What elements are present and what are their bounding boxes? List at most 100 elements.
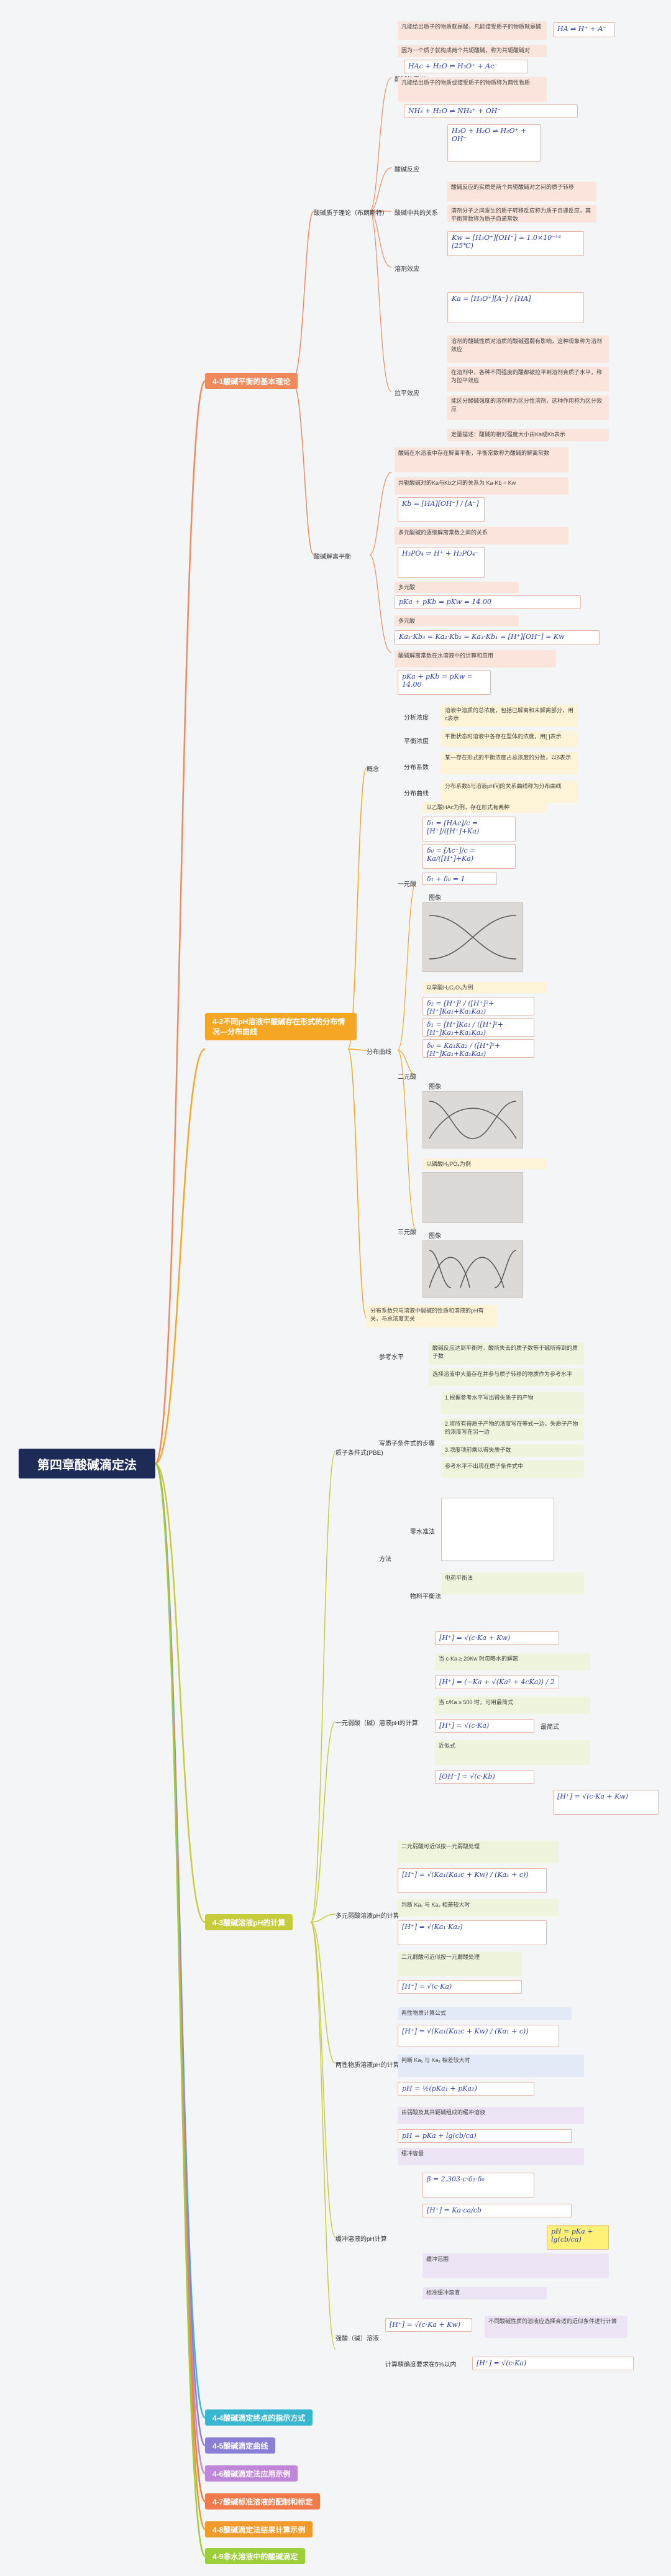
node-proton-theory[interactable]: 酸碱质子理论（布朗斯特）	[314, 210, 388, 217]
branch-4-6[interactable]: 4-6酸碱滴定法应用示例	[205, 2465, 298, 2482]
branch-4-7[interactable]: 4-7酸碱标准溶液的配制和标定	[205, 2493, 321, 2510]
node-dissociation[interactable]: 酸碱解离平衡	[314, 554, 351, 561]
text-oxalic-example: 以草酸H₂C₂O₄为例	[422, 982, 547, 993]
formula-buffer-highlight: pH = pKa + lg(cb/ca)	[547, 2225, 609, 2250]
formula-amph2: pH = ½(pKa₁ + pKa₂)	[398, 2082, 534, 2096]
method-material[interactable]: 物料平衡法	[410, 1593, 441, 1600]
concept-curve[interactable]: 分布曲线	[404, 791, 429, 797]
formula-highlight: [H⁺] = √(c·Ka + Kw)	[553, 1790, 659, 1815]
node-conjugate-relation[interactable]: 酸碱中共的关系	[395, 210, 438, 217]
branch-4-9[interactable]: 4-9非水溶液中的酸碱滴定	[205, 2548, 306, 2564]
text-equilibrium: 平衡状态时溶液中各存在型体的浓度，用[ ]表示	[441, 731, 578, 747]
text-ka-kb: 共轭酸碱对的Ka与Kb之间的关系为 Ka·Kb = Kw	[395, 477, 568, 495]
text-pbe-step2: 2.将所有得质子产物的浓度写在等式一边，失质子产物的浓度写在另一边	[441, 1418, 584, 1441]
branch-4-2[interactable]: 4-2不同pH溶液中酸碱存在形式的分布情况—分布曲线	[205, 1013, 357, 1040]
formula-simple: [H⁺] = √(c·Ka)	[435, 1719, 534, 1733]
node-curves[interactable]: 分布曲线	[367, 1049, 391, 1056]
formula-multi1: [H⁺] = √(Ka₁(Ka₂c + Kw) / (Ka₁ + c))	[398, 1868, 547, 1893]
text-pbe-ref: 选择溶液中大量存在并参与质子转移的物质作为参考水平	[429, 1368, 584, 1386]
text-weak-base: 近似式	[435, 1740, 590, 1765]
text-autoprotolysis: 溶剂分子之间发生的质子转移反应称为质子自递反应，其平衡常数称为质子自递常数	[447, 205, 596, 222]
text-hac-example: 以乙酸HAc为例，存在形式有两种	[422, 802, 547, 813]
text-leveling: 在溶剂中，各种不同强度的酸都被拉平到溶剂合质子水平，称为拉平效应	[447, 367, 609, 392]
concept-equilibrium[interactable]: 平衡浓度	[404, 738, 429, 745]
triprotic-table-image	[422, 1172, 523, 1223]
node-pbe[interactable]: 质子条件式(PBE)	[336, 1450, 383, 1457]
text-cond2: 当 c/Ka ≥ 500 时，可用最简式	[435, 1697, 590, 1714]
node-monoprotic[interactable]: 一元酸	[398, 881, 416, 888]
formula-delta1-di: δ₁ = [H⁺]Ka₁ / ([H⁺]²+[H⁺]Ka₁+Ka₁Ka₂)	[422, 1018, 534, 1037]
text-polyprotic: 多元酸碱的逐级解离常数之间的关系	[395, 527, 568, 544]
method-zero-level[interactable]: 零水准法	[410, 1529, 435, 1536]
formula-ha: HA ⇌ H⁺ + A⁻	[553, 22, 615, 37]
formula-delta2-di: δ₂ = [H⁺]² / ([H⁺]²+[H⁺]Ka₁+Ka₁Ka₂)	[422, 997, 534, 1015]
formula-ka: Ka = [H₃O⁺][A⁻] / [HA]	[447, 292, 584, 323]
formula-pka-pkb: pKa + pKb = pKw = 14.00	[395, 595, 581, 609]
node-accuracy[interactable]: 计算精确度要求在5%以内	[385, 2362, 457, 2368]
node-pbe-method[interactable]: 方法	[379, 1556, 391, 1563]
pbe-example-image	[441, 1498, 554, 1561]
node-triprotic[interactable]: 三元酸	[398, 1229, 416, 1236]
text-buffer1: 由弱酸及其共轭碱组成的缓冲溶液	[398, 2107, 584, 2124]
formula-pka: pKa + pKb = pKw = 14.00	[398, 670, 491, 695]
branch-4-5[interactable]: 4-5酸碱滴定曲线	[205, 2437, 276, 2454]
text-distribution: 某一存在形式的平衡浓度占总浓度的分数，以δ表示	[441, 752, 578, 774]
formula-delta0: δ₀ = [Ac⁻]/c = Ka/([H⁺]+Ka)	[422, 844, 516, 869]
formula-reaction: H₂O + H₂O ⇌ H₃O⁺ + OH⁻	[447, 124, 541, 162]
node-monoprotic-ph[interactable]: 一元弱酸（碱）溶液pH的计算	[336, 1720, 418, 1727]
text-multi1: 二元弱酸可近似按一元弱酸处理	[398, 1841, 559, 1863]
branch-4-3[interactable]: 4-3酸碱溶液pH的计算	[205, 1914, 293, 1930]
text-amphoteric: 凡能给出质子的物质或接受质子的物质称为两性物质	[398, 77, 547, 102]
text-multi: 多元酸	[395, 615, 519, 626]
text-multi3: 二元弱酸可近似按一元弱酸处理	[398, 1951, 522, 1976]
text-buffer4: 标准缓冲溶液	[422, 2287, 547, 2299]
node-solvent-effect[interactable]: 溶剂效应	[395, 266, 419, 273]
root-title[interactable]: 第四章酸碱滴定法	[19, 1449, 155, 1478]
text-strong: 不同酸碱性质的溶液应选择合适的近似条件进行计算	[485, 2316, 628, 2338]
node-pbe-ref[interactable]: 参考水平	[379, 1354, 404, 1361]
text-polyacid: 多元酸	[395, 582, 519, 593]
text-pbe-def: 酸碱反应达到平衡时，酸所失去的质子数等于碱所得到的质子数	[429, 1342, 584, 1365]
formula-multi3: [H⁺] = √(c·Ka)	[398, 1980, 522, 1994]
text-differentiating: 能区分酸碱强度的溶剂称为区分性溶剂，这种作用称为区分效应	[447, 395, 609, 420]
formula-base: [OH⁻] = √(c·Kb)	[435, 1770, 534, 1784]
text-distribution-note: 分布系数只与溶液中酸碱的性质和溶液的pH有关，与总浓度无关	[367, 1305, 497, 1327]
node-concepts[interactable]: 概念	[367, 766, 379, 773]
formula-accuracy: [H⁺] = √(c·Ka)	[472, 2357, 634, 2370]
branch-4-8[interactable]: 4-8酸碱滴定法结果计算示例	[205, 2521, 313, 2537]
node-strong-ph[interactable]: 强酸（碱）溶液	[336, 2335, 379, 2342]
branch-4-1[interactable]: 4-1酸碱平衡的基本理论	[205, 373, 298, 389]
node-buffer-ph[interactable]: 缓冲溶液的pH计算	[336, 2236, 387, 2243]
formula-hac: HAc + H₂O ⇌ H₃O⁺ + Ac⁻	[404, 60, 528, 73]
node-acid-reaction[interactable]: 酸碱反应	[395, 167, 419, 173]
distribution-curve-triprotic	[422, 1240, 523, 1298]
text-cond1: 当 c·Ka ≥ 20Kw 时忽略水的解离	[435, 1653, 590, 1671]
text-amph1: 两性物质计算公式	[398, 2007, 572, 2020]
formula-buffer3: [H⁺] = Ka·ca/cb	[422, 2204, 572, 2217]
text-reaction: 酸碱反应的实质是两个共轭酸碱对之间的质子转移	[447, 181, 596, 201]
node-diprotic[interactable]: 二元酸	[398, 1074, 416, 1081]
text-acid-def: 凡能给出质子的物质就是酸，凡能接受质子的物质就是碱	[398, 21, 547, 40]
text-pbe-step3: 3.浓度项前乘以得失质子数	[441, 1444, 584, 1457]
formula-strong: [H⁺] = √(c·Ka + Kw)	[385, 2318, 472, 2332]
concept-analytical[interactable]: 分析浓度	[404, 715, 429, 722]
text-solvent-effect: 溶剂的酸碱性质对溶质的酸碱强弱有影响，这种现象称为溶剂效应	[447, 336, 609, 363]
node-leveling[interactable]: 拉平效应	[395, 390, 419, 397]
label-image-3: 图像	[429, 1233, 441, 1240]
distribution-curve-diprotic	[422, 1091, 523, 1148]
formula-buffer2: β = 2.303·c·δ₁·δ₀	[422, 2173, 534, 2198]
text-quantitative: 定量描述：酸碱的相对强度大小由Ka或Kb表示	[447, 429, 609, 441]
formula-multi2: [H⁺] = √(Ka₁·Ka₂)	[398, 1920, 547, 1945]
text-phosphoric-example: 以磷酸H₃PO₄为例	[422, 1158, 547, 1170]
branch-4-4[interactable]: 4-4酸碱滴定终点的指示方式	[205, 2409, 313, 2426]
node-pbe-write[interactable]: 写质子条件式的步骤	[379, 1441, 435, 1447]
text-dissociation: 酸碱在水溶液中存在解离平衡，平衡常数称为酸碱的解离常数	[395, 447, 568, 472]
text-analytical: 溶液中溶质的总浓度，包括已解离和未解离部分，用c表示	[441, 705, 578, 727]
concept-distribution[interactable]: 分布系数	[404, 764, 429, 771]
node-multi-ph[interactable]: 多元弱酸溶液pH的计算	[336, 1913, 399, 1920]
node-amphoteric-ph[interactable]: 两性物质溶液pH的计算	[336, 2062, 399, 2069]
text-application: 酸碱解离常数在水溶液中的计算和应用	[395, 650, 556, 667]
text-charge: 电荷平衡法	[441, 1572, 584, 1595]
distribution-curve-monoprotic	[422, 902, 523, 972]
formula-delta0-di: δ₀ = Ka₁Ka₂ / ([H⁺]²+[H⁺]Ka₁+Ka₁Ka₂)	[422, 1039, 534, 1058]
